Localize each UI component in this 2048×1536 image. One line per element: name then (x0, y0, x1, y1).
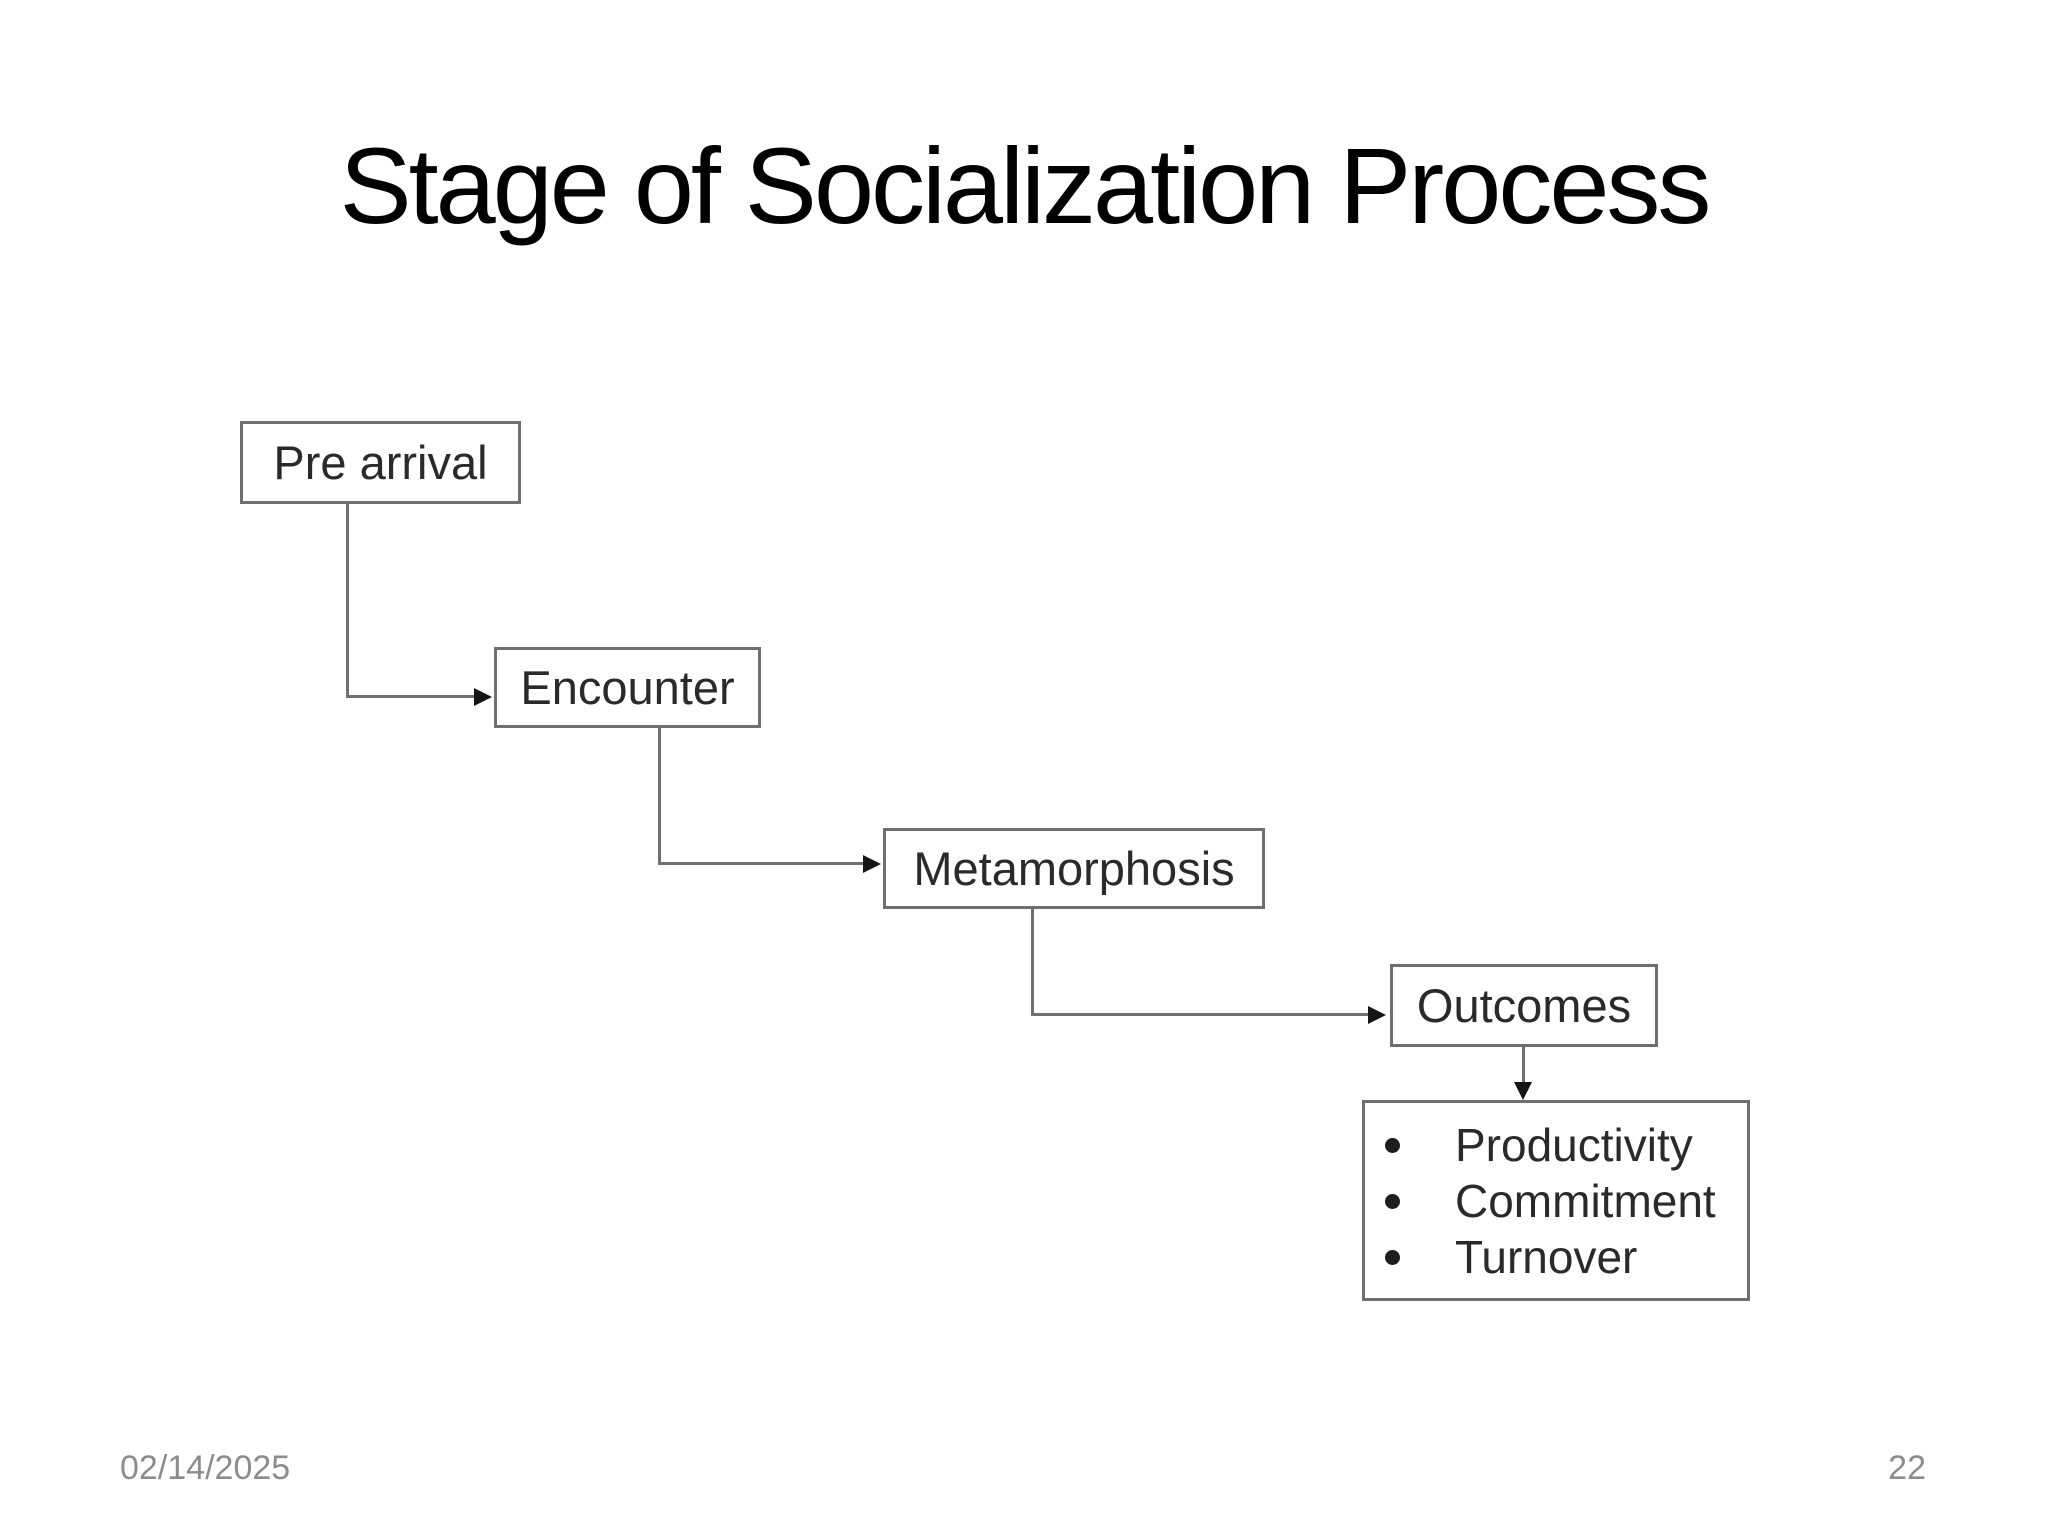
list-item-commitment: Commitment (1385, 1173, 1747, 1229)
stage-label-metamorphosis: Metamorphosis (913, 842, 1235, 895)
list-item-label: Commitment (1455, 1175, 1716, 1227)
footer-date: 02/14/2025 (120, 1449, 291, 1487)
connector-metamorphosis-vertical (1031, 909, 1034, 1016)
arrowhead-into-outcomes-icon (1368, 1006, 1386, 1024)
footer-page-number: 22 (1888, 1449, 1926, 1487)
connector-outcomes-vertical (1522, 1047, 1525, 1087)
list-item-turnover: Turnover (1385, 1229, 1747, 1285)
bullet-dot-icon (1385, 1137, 1400, 1153)
list-item-label: Turnover (1455, 1231, 1638, 1283)
stage-label-pre-arrival: Pre arrival (273, 436, 488, 489)
connector-pre-arrival-horizontal (346, 695, 474, 698)
slide-title: Stage of Socialization Process (339, 125, 1712, 246)
list-item-productivity: Productivity (1385, 1117, 1747, 1173)
bullet-dot-icon (1385, 1193, 1400, 1209)
stage-box-metamorphosis: Metamorphosis (883, 828, 1265, 909)
connector-metamorphosis-horizontal (1031, 1013, 1368, 1016)
arrowhead-into-metamorphosis-icon (863, 855, 881, 873)
arrowhead-into-outcome-list-icon (1514, 1082, 1532, 1100)
stage-box-encounter: Encounter (494, 647, 761, 728)
stage-label-encounter: Encounter (520, 661, 735, 714)
connector-encounter-horizontal (658, 862, 863, 865)
outcome-list-box: Productivity Commitment Turnover (1362, 1100, 1750, 1301)
stage-box-pre-arrival: Pre arrival (240, 421, 521, 504)
bullet-dot-icon (1385, 1249, 1400, 1265)
connector-pre-arrival-vertical (346, 503, 349, 698)
stage-box-outcomes: Outcomes (1390, 964, 1658, 1047)
list-item-label: Productivity (1455, 1119, 1693, 1171)
connector-encounter-vertical (658, 728, 661, 865)
stage-label-outcomes: Outcomes (1416, 979, 1632, 1032)
arrowhead-into-encounter-icon (474, 688, 492, 706)
